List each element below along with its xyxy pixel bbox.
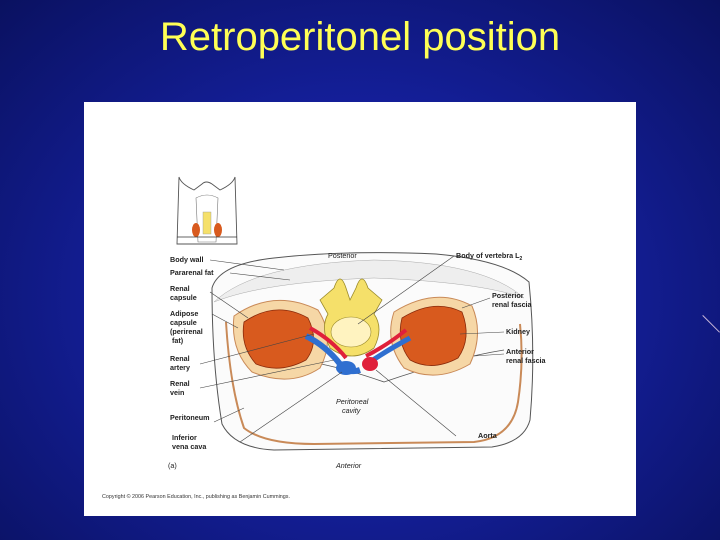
label-anterior: Anterior	[335, 461, 362, 470]
label-aorta: Aorta	[478, 431, 498, 440]
leader-lines-left	[199, 259, 343, 443]
right-kidney	[390, 296, 478, 376]
label-ivc-2: vena cava	[172, 442, 207, 451]
label-posterior: Posterior	[328, 251, 357, 260]
label-adipose-4: fat)	[172, 336, 184, 345]
label-vertebra: Body of vertebra L2	[456, 251, 523, 262]
vertebra-l2	[319, 278, 383, 357]
label-renal-capsule-2: capsule	[170, 293, 197, 302]
label-body-wall: Body wall	[170, 255, 204, 264]
inferior-vena-cava	[336, 361, 356, 375]
label-renal-artery-2: artery	[170, 363, 190, 372]
label-cavity-2: cavity	[342, 406, 361, 415]
label-adipose-3: (perirenal	[170, 327, 203, 336]
label-adipose-1: Adipose	[170, 309, 198, 318]
label-renal-artery-1: Renal	[170, 354, 190, 363]
body-outline-thumbnail	[176, 176, 238, 245]
label-ivc-1: Inferior	[172, 433, 197, 442]
label-adipose-2: capsule	[170, 318, 197, 327]
label-anterior-fascia-1: Anterior	[506, 347, 534, 356]
label-renal-vein-2: vein	[170, 388, 184, 397]
label-part: (a)	[168, 461, 177, 470]
label-posterior-fascia-2: renal fascia	[492, 300, 533, 309]
renal-vessels	[304, 326, 412, 375]
aorta	[362, 357, 378, 371]
label-pararenal-fat: Pararenal fat	[170, 268, 214, 277]
label-peritoneum: Peritoneum	[170, 413, 210, 422]
slide-title: Retroperitonel position	[159, 15, 561, 59]
label-cavity-1: Peritoneal	[336, 397, 369, 406]
label-anterior-fascia-2: renal fascia	[506, 356, 547, 365]
label-renal-capsule-1: Renal	[170, 284, 190, 293]
left-kidney	[232, 299, 329, 380]
label-kidney: Kidney	[506, 327, 530, 336]
copyright-notice: Copyright © 2006 Pearson Education, Inc.…	[102, 493, 290, 500]
retroperitoneal-diagram: Posterior Anterior (a) Body wall Pararen…	[102, 176, 547, 500]
leader-lines-right	[357, 255, 505, 437]
figure-panel: Posterior Anterior (a) Body wall Pararen…	[84, 102, 636, 516]
label-renal-vein-1: Renal	[170, 379, 190, 388]
label-posterior-fascia-1: Posterior	[492, 291, 524, 300]
decorative-edge-line	[702, 315, 720, 333]
